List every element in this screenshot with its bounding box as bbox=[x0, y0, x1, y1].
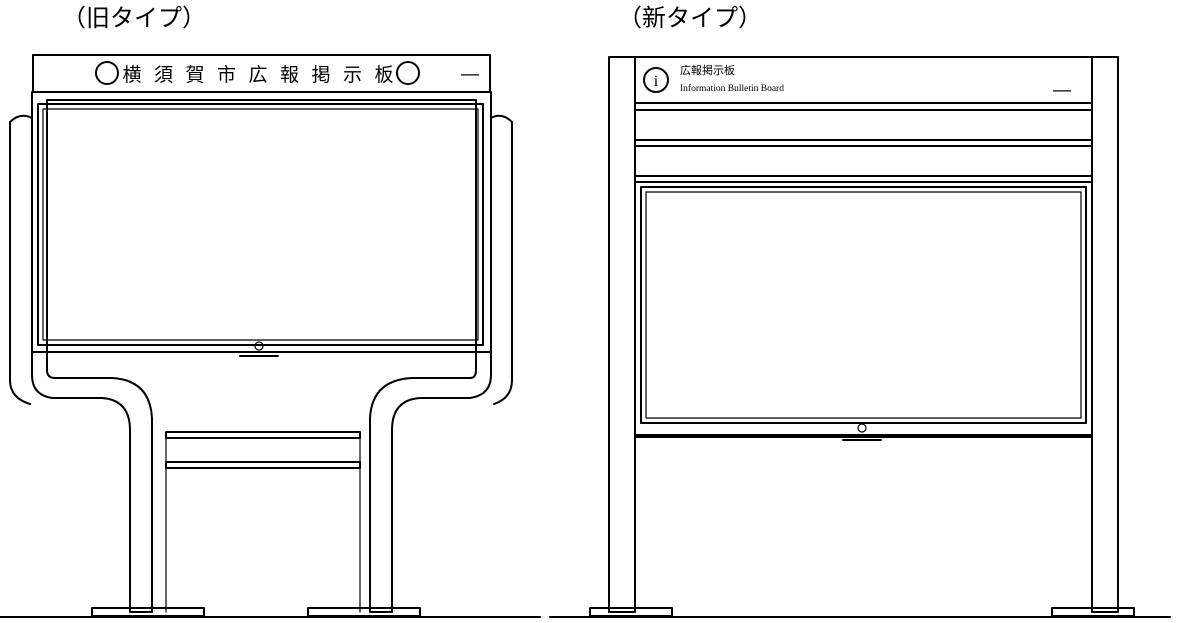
old-bulletin-board: 横須賀市広報掲示板 — bbox=[0, 54, 541, 618]
old-header-char: 市 bbox=[217, 64, 236, 86]
old-header-char: 示 bbox=[343, 64, 362, 86]
old-header-char: 須 bbox=[154, 64, 173, 86]
new-display-panel-inner bbox=[645, 191, 1082, 419]
new-display-panel-frame bbox=[634, 181, 1093, 436]
old-header-text: 横須賀市広報掲示板 bbox=[122, 64, 393, 86]
new-header-title-jp: 広報掲示板 bbox=[680, 63, 735, 77]
old-header-mark: — bbox=[460, 61, 480, 85]
old-header-char: 賀 bbox=[185, 64, 204, 86]
new-left-post bbox=[608, 56, 636, 613]
old-header-char: 板 bbox=[374, 64, 393, 86]
old-left-side-rail bbox=[9, 121, 31, 405]
info-icon-glyph: i bbox=[654, 73, 659, 90]
new-header-title-en: Information Bulletin Board bbox=[680, 83, 784, 94]
old-right-rail-cap bbox=[490, 114, 513, 123]
old-display-panel-inner bbox=[42, 108, 479, 341]
new-header-sign bbox=[634, 56, 1093, 104]
old-crossbar-bottom bbox=[165, 461, 361, 469]
new-lock bbox=[857, 423, 867, 433]
info-icon bbox=[643, 67, 669, 93]
old-header-char: 掲 bbox=[311, 64, 330, 86]
old-header-circle-left bbox=[95, 61, 119, 85]
old-left-rail-cap bbox=[9, 114, 33, 123]
new-bulletin-board: i 広報掲示板 Information Bulletin Board — bbox=[549, 56, 1171, 618]
old-frame-outline bbox=[31, 91, 492, 613]
old-header-char: 広 bbox=[248, 64, 267, 86]
new-display-panel-outer bbox=[640, 186, 1087, 424]
new-type-label: （新タイプ） bbox=[618, 4, 762, 32]
old-display-panel-outer bbox=[37, 103, 484, 346]
old-base-plate-right bbox=[307, 607, 421, 617]
old-header-char: 横 bbox=[122, 64, 141, 86]
old-crossbar-top bbox=[165, 431, 361, 439]
old-lock bbox=[254, 341, 264, 351]
old-type-label: （旧タイプ） bbox=[62, 4, 206, 32]
old-header-char: 報 bbox=[280, 64, 299, 86]
new-right-post bbox=[1091, 56, 1119, 613]
new-header-mark: — bbox=[1052, 77, 1072, 101]
old-right-side-rail bbox=[493, 121, 513, 405]
old-header-circle-right bbox=[396, 61, 420, 85]
